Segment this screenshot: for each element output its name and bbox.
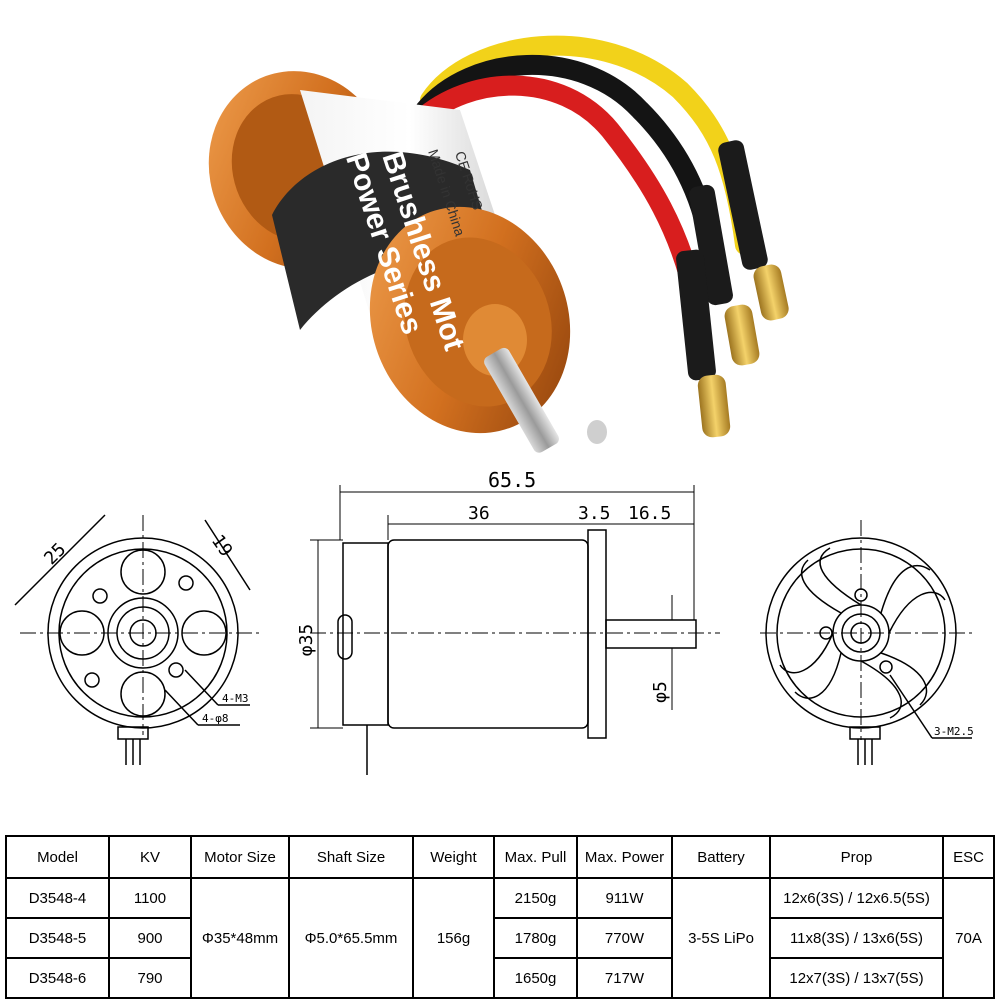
cell-prop: 12x6(3S) / 12x6.5(5S) <box>769 877 944 919</box>
dim-65-5: 65.5 <box>488 470 536 492</box>
header-esc: ESC <box>942 835 995 879</box>
table-row: D3548-4 1100 Φ35*48mm Φ5.0*65.5mm 156g 2… <box>5 877 995 999</box>
cell-esc: 70A <box>942 877 995 999</box>
cell-battery: 3-5S LiPo <box>671 877 771 999</box>
label-4-m3: 4-M3 <box>222 692 249 705</box>
header-max-pull: Max. Pull <box>493 835 578 879</box>
cell-max-power: 770W <box>576 917 673 959</box>
dim-19: 19 <box>207 531 237 561</box>
cell-max-pull: 1650g <box>493 957 578 999</box>
dim-16-5: 16.5 <box>628 503 671 524</box>
header-model: Model <box>5 835 110 879</box>
dim-25: 25 <box>40 539 70 569</box>
cell-kv: 790 <box>108 957 192 999</box>
cell-max-power: 717W <box>576 957 673 999</box>
header-battery: Battery <box>671 835 771 879</box>
cell-model: D3548-4 <box>5 877 110 919</box>
header-shaft-size: Shaft Size <box>288 835 414 879</box>
rear-view <box>760 520 975 765</box>
motor-body <box>208 71 607 453</box>
cell-motor-size: Φ35*48mm <box>190 877 290 999</box>
label-3-m2-5: 3-M2.5 <box>934 725 974 738</box>
cell-max-pull: 1780g <box>493 917 578 959</box>
dim-36: 36 <box>468 503 490 524</box>
cell-prop: 11x8(3S) / 13x6(5S) <box>769 917 944 959</box>
cell-max-power: 911W <box>576 877 673 919</box>
cell-weight: 156g <box>412 877 495 999</box>
header-kv: KV <box>108 835 192 879</box>
cell-max-pull: 2150g <box>493 877 578 919</box>
dim-3-5: 3.5 <box>578 503 611 524</box>
cell-model: D3548-6 <box>5 957 110 999</box>
dim-dia-35: φ35 <box>296 624 317 657</box>
table-row: D3548-5 900 1780g 770W 11x8(3S) / 13x6(5… <box>5 917 994 959</box>
cell-kv: 900 <box>108 917 192 959</box>
side-view <box>310 485 720 775</box>
header-motor-size: Motor Size <box>190 835 290 879</box>
header-max-power: Max. Power <box>576 835 673 879</box>
cell-prop: 12x7(3S) / 13x7(5S) <box>769 957 944 999</box>
front-view-mounting <box>14 514 262 765</box>
spec-table: Model KV Motor Size Shaft Size Weight Ma… <box>5 835 995 999</box>
motor-photo: Brushless Mot Power Series Made in China… <box>208 35 789 453</box>
label-4-d8: 4-φ8 <box>202 712 229 725</box>
bullet-connectors <box>676 140 789 438</box>
technical-drawings: 25 19 4-M3 4-φ8 65.5 36 3.5 16.5 φ35 φ5 <box>14 470 975 775</box>
dim-dia-5: φ5 <box>650 681 671 703</box>
header-weight: Weight <box>412 835 495 879</box>
table-header-row: Model KV Motor Size Shaft Size Weight Ma… <box>5 835 995 879</box>
cell-shaft-size: Φ5.0*65.5mm <box>288 877 414 999</box>
cell-model: D3548-5 <box>5 917 110 959</box>
cell-kv: 1100 <box>108 877 192 919</box>
header-prop: Prop <box>769 835 944 879</box>
table-row: D3548-6 790 1650g 717W 12x7(3S) / 13x7(5… <box>5 957 994 999</box>
